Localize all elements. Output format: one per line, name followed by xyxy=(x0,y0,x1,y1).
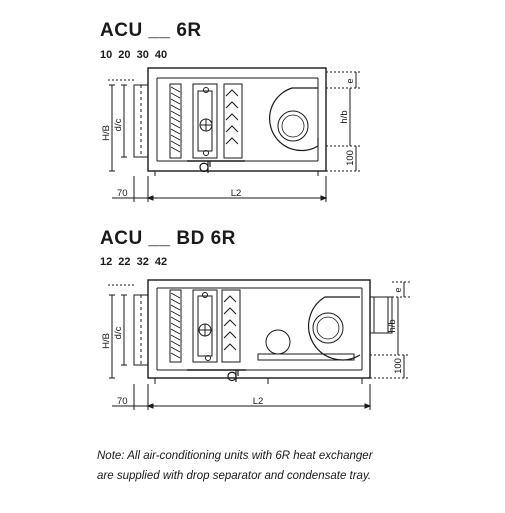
unit1-label-100: 100 xyxy=(345,150,356,166)
unit1-label-70: 70 xyxy=(117,188,128,199)
unit2-label-70: 70 xyxy=(117,396,128,407)
unit1-separator-chevrons xyxy=(225,89,239,145)
unit1-drop-separator xyxy=(223,83,243,159)
unit2-separator-chevrons xyxy=(223,295,237,351)
unit2-fan-housing xyxy=(308,296,361,361)
unit1-fan-housing xyxy=(269,87,319,152)
unit2-outlet-spigot xyxy=(369,296,393,334)
unit2-heat-exchanger xyxy=(192,289,218,363)
footnote-line-1: Note: All air-conditioning units with 6R… xyxy=(97,450,373,462)
unit1-heat-exchanger xyxy=(192,83,218,159)
unit1-drain-siphon xyxy=(199,161,211,173)
unit2-filter-hatch xyxy=(170,292,181,359)
section2-sizes: 12 22 32 42 xyxy=(100,256,168,268)
unit2-motor xyxy=(265,329,291,355)
unit2-label-hb-right: h/b xyxy=(387,319,398,332)
section1-title: ACU __ 6R xyxy=(100,20,202,41)
unit2-fan-inlet xyxy=(312,312,344,344)
unit2-label-hb: H/B xyxy=(101,333,112,349)
unit1-label-e: e xyxy=(345,78,355,83)
unit1-label-hb: H/B xyxy=(101,125,112,141)
unit1-label-hb-right: h/b xyxy=(339,110,350,123)
unit2-label-l2: L2 xyxy=(253,396,264,407)
unit2-label-e: e xyxy=(393,287,403,292)
section2-title: ACU __ BD 6R xyxy=(100,228,236,249)
unit2-filter xyxy=(169,289,182,363)
unit1-filter xyxy=(169,83,182,159)
footnote: Note: All air-conditioning units with 6R… xyxy=(97,446,497,486)
unit2-motor-base xyxy=(257,353,355,361)
unit1-label-l2: L2 xyxy=(231,188,242,199)
unit2-inlet-flange xyxy=(133,294,149,366)
unit1-fan-inlet xyxy=(277,110,309,142)
footnote-line-2: are supplied with drop separator and con… xyxy=(97,470,372,482)
unit1-label-dc: d/c xyxy=(113,118,124,131)
unit1-filter-hatch xyxy=(170,86,181,153)
unit2-label-100: 100 xyxy=(393,358,404,374)
unit2-label-dc: d/c xyxy=(113,326,124,339)
unit2-drop-separator xyxy=(221,289,241,363)
unit2-drain-siphon xyxy=(227,370,239,382)
section1-sizes: 10 20 30 40 xyxy=(100,49,168,61)
